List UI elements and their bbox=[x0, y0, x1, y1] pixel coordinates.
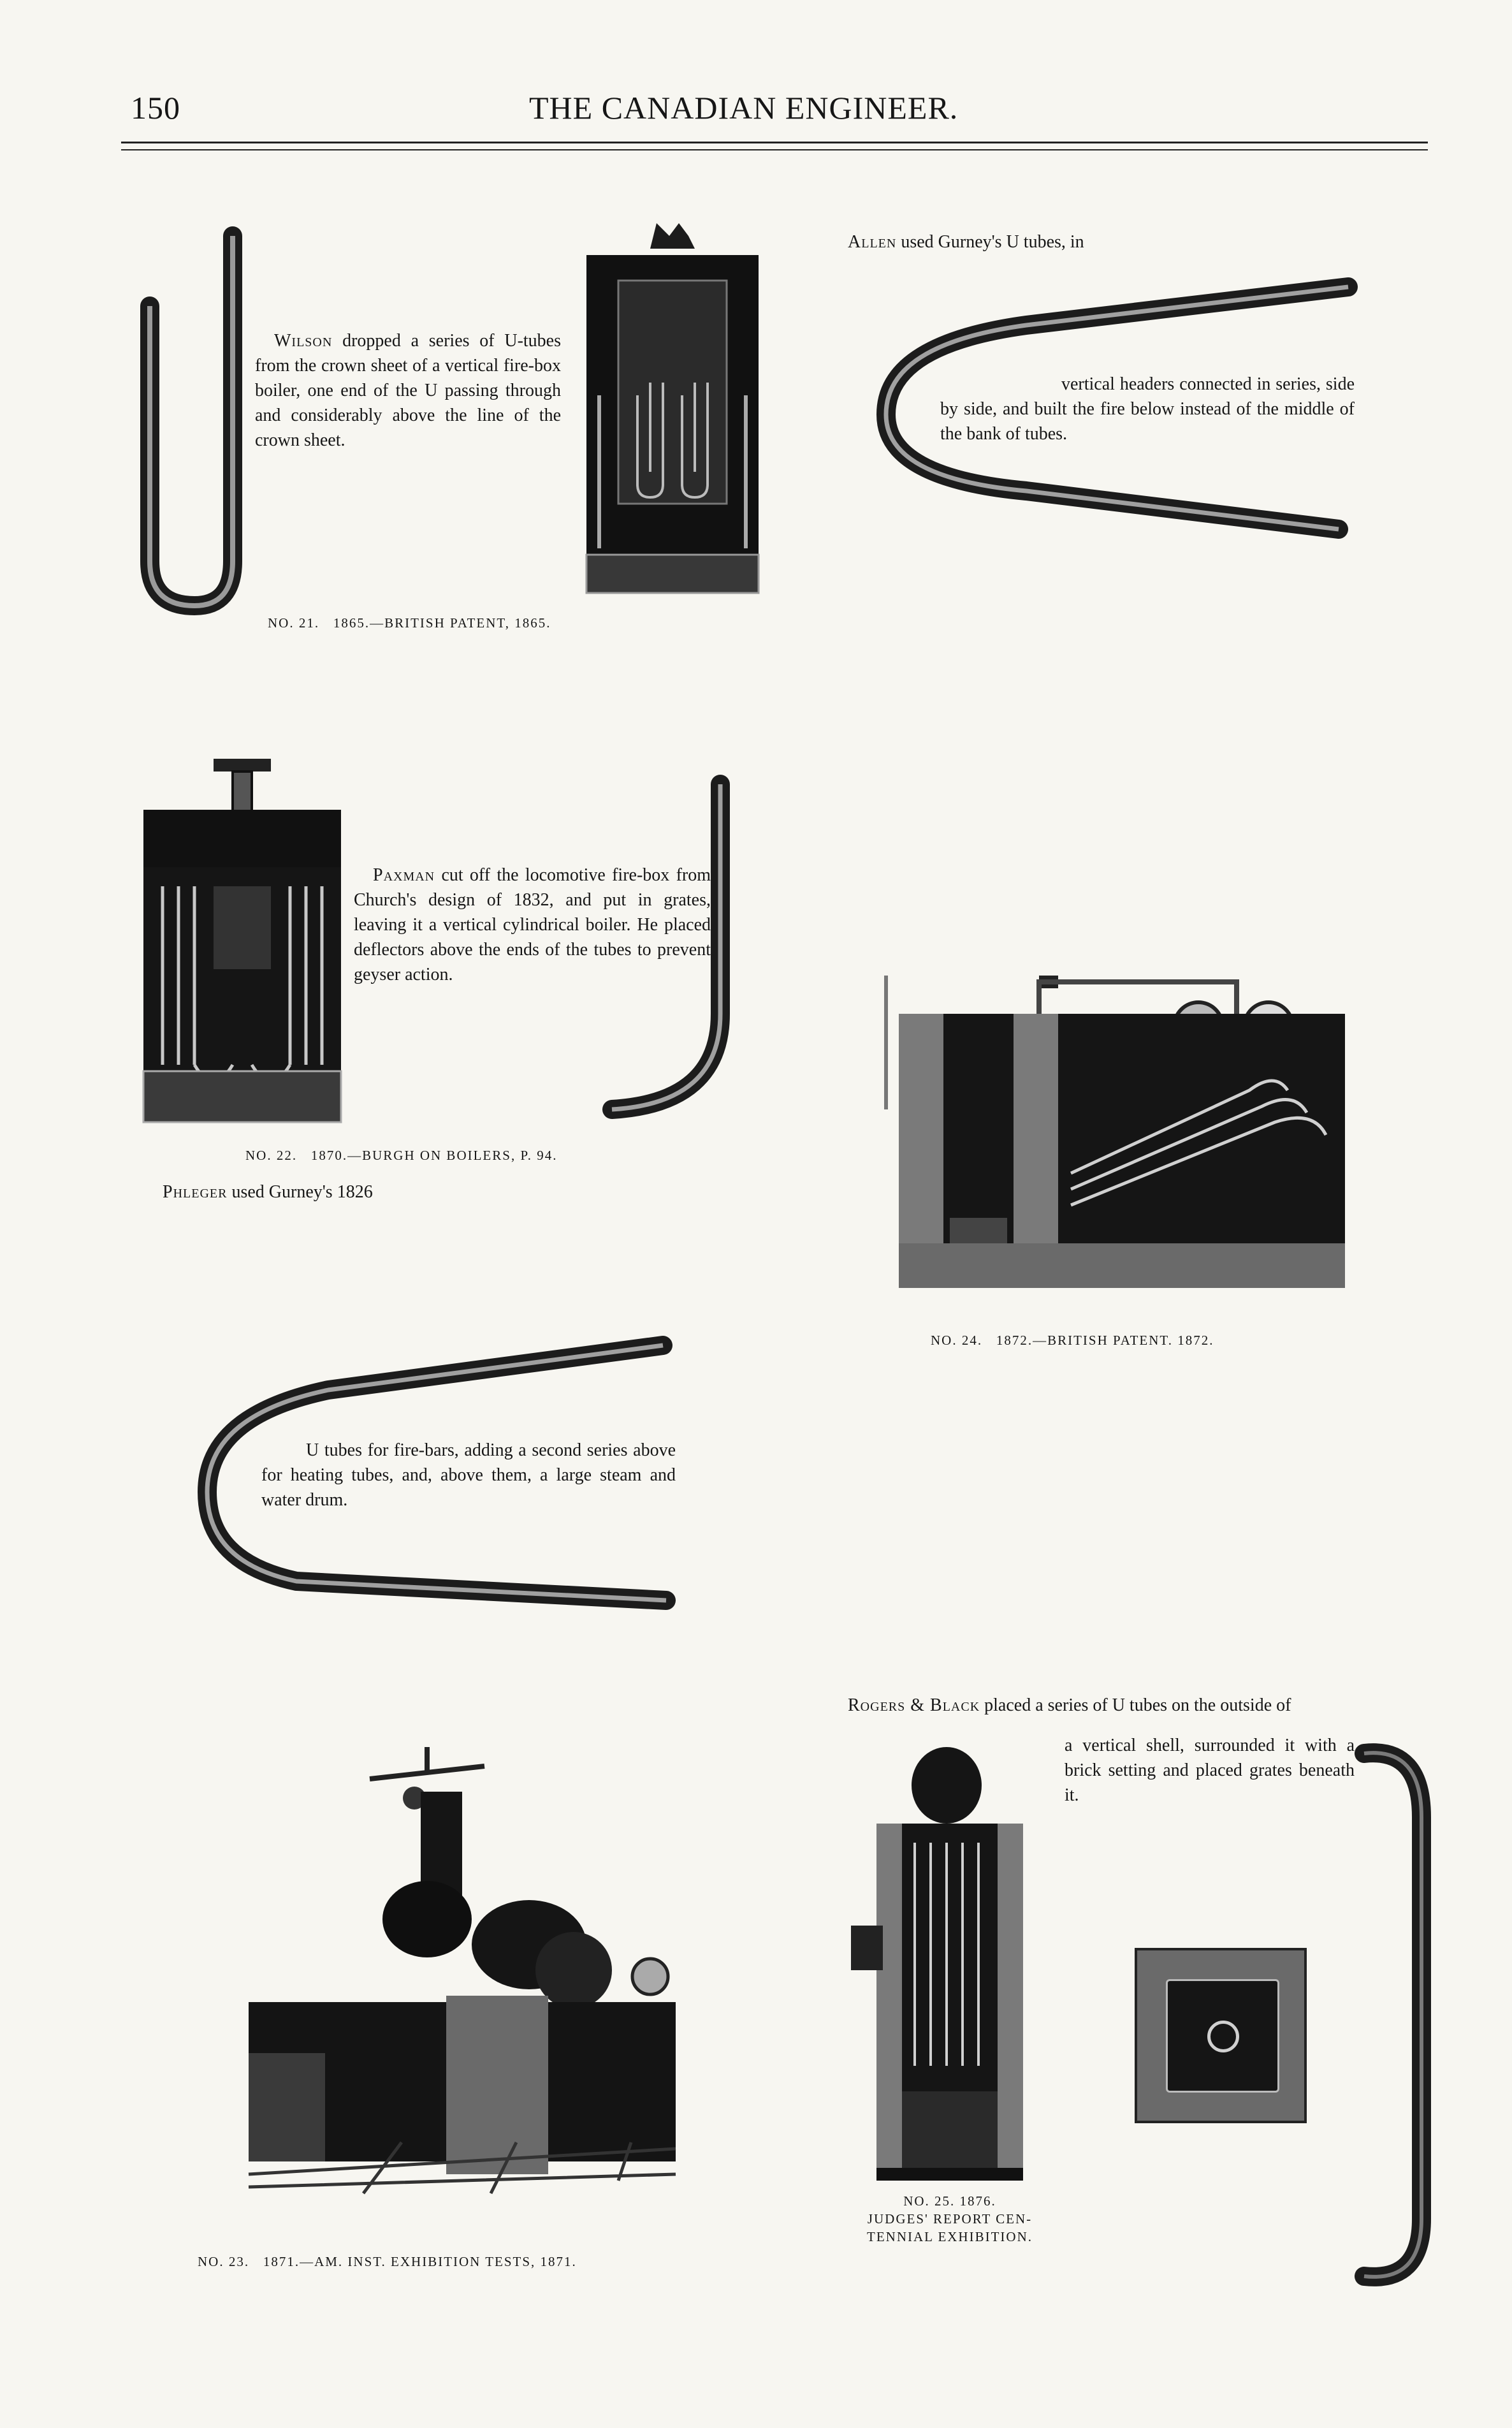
rogers-black-lead-text: placed a series of U tubes on the outsid… bbox=[984, 1695, 1291, 1715]
boiler-figure-21 bbox=[585, 223, 760, 594]
running-title: THE CANADIAN ENGINEER. bbox=[529, 90, 959, 126]
u-tube-phleger bbox=[197, 1336, 676, 1610]
caption-figure-21-source: 1865.—British Patent, 1865. bbox=[333, 615, 551, 631]
caption-figure-24-source: 1872.—British Patent. 1872. bbox=[996, 1333, 1214, 1348]
boiler-figure-24 bbox=[884, 976, 1345, 1288]
caption-figure-25-line1: No. 25. 1876. bbox=[903, 2193, 996, 2209]
boiler-figure-23 bbox=[248, 1747, 676, 2195]
caption-figure-25-line2: Judges' Report Cen- bbox=[867, 2211, 1033, 2227]
paxman-text: cut off the locomotive fire-box from Chu… bbox=[354, 865, 711, 984]
caption-figure-25: No. 25. 1876. Judges' Report Cen- tennia… bbox=[829, 2192, 1071, 2246]
caption-figure-24: No. 24. 1872.—British Patent. 1872. bbox=[931, 1333, 1214, 1349]
caption-figure-25-line3: tennial Exhibition. bbox=[867, 2229, 1033, 2244]
caption-figure-23: No. 23. 1871.—Am. Inst. Exhibition Tests… bbox=[198, 2254, 577, 2270]
caption-figure-21: No. 21. 1865.—British Patent, 1865. bbox=[268, 615, 551, 631]
rogers-black-lead: Rogers & Black placed a series of U tube… bbox=[848, 1693, 1291, 1718]
header-rule-top bbox=[121, 142, 1428, 143]
u-tube-paxman bbox=[602, 775, 730, 1119]
caption-figure-24-number: No. 24. bbox=[931, 1333, 983, 1348]
phleger-lead-text: used Gurney's 1826 bbox=[231, 1182, 373, 1202]
paxman-paragraph: Paxman cut off the locomotive fire-box f… bbox=[354, 863, 711, 987]
boiler-figure-22 bbox=[142, 759, 342, 1123]
u-tube-rogers-black bbox=[1355, 1743, 1431, 2286]
wilson-name: Wilson bbox=[274, 331, 333, 351]
header-rule-bottom bbox=[121, 149, 1428, 150]
allen-paragraph: vertical headers connected in series, si… bbox=[940, 374, 1355, 444]
grate-plan-figure-25 bbox=[1135, 1948, 1307, 2123]
page-number: 150 bbox=[131, 90, 180, 126]
u-tube-allen bbox=[876, 277, 1358, 539]
u-tube-figure-21 bbox=[140, 226, 242, 616]
wilson-text: dropped a series of U-tubes from the cro… bbox=[255, 331, 562, 450]
rogers-black-name: Rogers & Black bbox=[848, 1695, 980, 1715]
caption-figure-23-number: No. 23. bbox=[198, 2254, 250, 2269]
caption-figure-22: No. 22. 1870.—Burgh on Boilers, p. 94. bbox=[245, 1148, 558, 1164]
caption-figure-22-number: No. 22. bbox=[245, 1148, 298, 1163]
caption-figure-22-source: 1870.—Burgh on Boilers, p. 94. bbox=[310, 1148, 558, 1163]
paxman-name: Paxman bbox=[373, 865, 435, 885]
allen-name: Allen bbox=[848, 232, 897, 252]
phleger-name: Phleger bbox=[163, 1182, 228, 1202]
caption-figure-21-number: No. 21. bbox=[268, 615, 320, 631]
boiler-figure-25 bbox=[851, 1747, 1023, 2181]
allen-lead-text: used Gurney's U tubes, in bbox=[901, 232, 1084, 252]
grate-plan-center bbox=[1207, 2021, 1239, 2052]
phleger-paragraph: U tubes for fire-bars, adding a second s… bbox=[261, 1440, 676, 1510]
caption-figure-23-source: 1871.—Am. Inst. Exhibition Tests, 1871. bbox=[263, 2254, 577, 2269]
wilson-paragraph: Wilson dropped a series of U-tubes from … bbox=[255, 328, 561, 453]
phleger-lead: Phleger used Gurney's 1826 bbox=[163, 1180, 373, 1204]
rogers-black-paragraph: a vertical shell, surrounded it with a b… bbox=[1065, 1736, 1355, 1805]
allen-lead: Allen used Gurney's U tubes, in bbox=[848, 230, 1084, 254]
